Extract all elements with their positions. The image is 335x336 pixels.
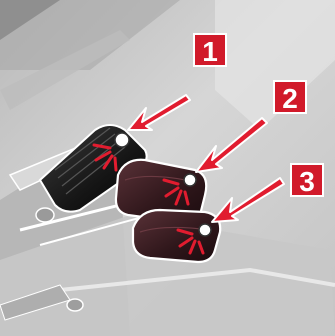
callout-badge-3: 3	[290, 163, 324, 197]
roller-3	[133, 210, 220, 262]
callout-badge-1: 1	[193, 33, 227, 67]
callout-badge-2: 2	[273, 80, 307, 114]
